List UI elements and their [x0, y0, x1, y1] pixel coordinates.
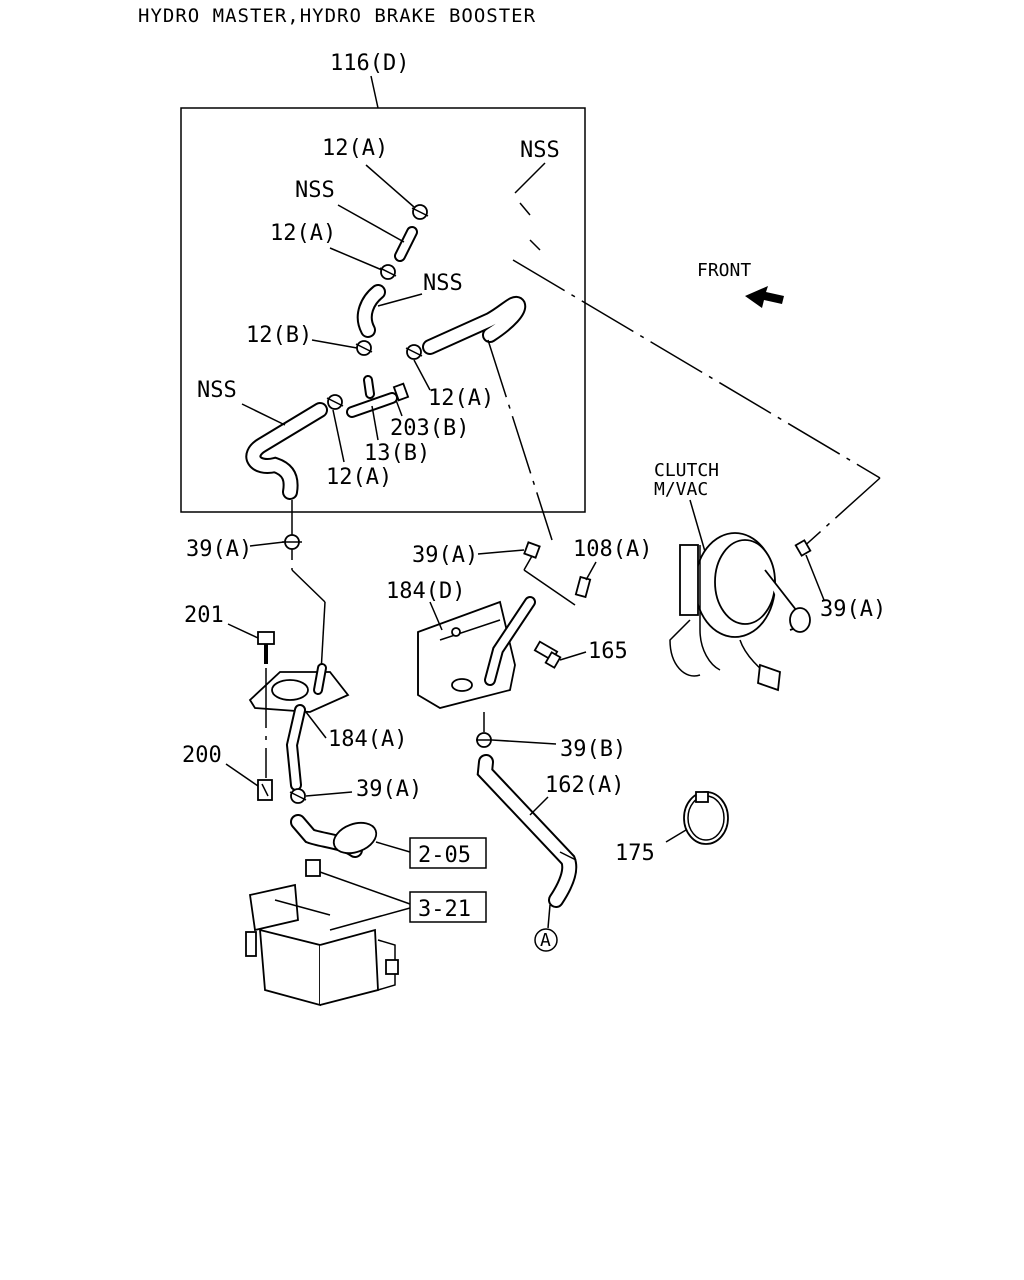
bolt-201: [257, 631, 275, 664]
callout-201: 201: [184, 603, 224, 628]
callout-12a-3: 12(A): [428, 386, 494, 411]
clutch-mvac-unit: [669, 532, 811, 692]
callout-39b: 39(B): [560, 737, 626, 762]
clamp-12a-top: [411, 204, 429, 220]
callout-nss-2: NSS: [295, 178, 335, 203]
callout-175: 175: [615, 841, 655, 866]
ref-3-21[interactable]: 3-21: [418, 897, 471, 922]
clamp-39b: [476, 732, 492, 748]
front-arrow-icon: [745, 286, 784, 308]
bracket-184a: [248, 663, 350, 791]
callout-162a: 162(A): [545, 773, 624, 798]
clamp-39a-center: [523, 541, 541, 559]
front-label: FRONT: [697, 260, 751, 281]
hose-top: [425, 166, 550, 255]
clamp-12b: [355, 340, 373, 356]
clamp-39a-lower: [289, 788, 307, 804]
hose-left: [245, 402, 328, 500]
callout-nss-3: NSS: [423, 271, 463, 296]
callout-12a-1: 12(A): [322, 136, 388, 161]
leader-116d: [370, 75, 379, 109]
clamp-12a-2: [379, 264, 397, 280]
pipe-small: [394, 226, 418, 262]
callout-13b: 13(B): [364, 441, 430, 466]
callout-39a-2: 39(A): [412, 543, 478, 568]
bracket-184d: [417, 596, 536, 709]
callout-12a-4: 12(A): [326, 465, 392, 490]
callout-184d: 184(D): [386, 579, 465, 604]
callout-116d: 116(D): [330, 51, 409, 76]
reference-a: A: [540, 930, 551, 951]
assembly-box: [180, 107, 586, 513]
callout-165: 165: [588, 639, 628, 664]
callout-nss-4: NSS: [197, 378, 237, 403]
clamp-39a-right: [794, 539, 812, 557]
clip-200: [257, 779, 273, 801]
callout-nss-1: NSS: [520, 138, 560, 163]
diagram-title: HYDRO MASTER,HYDRO BRAKE BOOSTER: [138, 5, 536, 27]
assembly-label-line2: M/VAC: [654, 479, 708, 500]
ref-box-3-21: [409, 891, 487, 923]
callout-184a: 184(A): [328, 727, 407, 752]
callout-200: 200: [182, 743, 222, 768]
callout-12a-2: 12(A): [270, 221, 336, 246]
bolt-165: [533, 640, 562, 669]
clamp-39a-left: [282, 534, 302, 550]
callout-203b: 203(B): [390, 416, 469, 441]
component-3-21: [245, 859, 399, 1007]
callout-39a-1: 39(A): [186, 537, 252, 562]
connector-13b: [392, 382, 410, 402]
band-clamp-175: [683, 791, 729, 845]
reference-circle-a[interactable]: [534, 928, 558, 952]
ref-2-05[interactable]: 2-05: [418, 843, 471, 868]
clamp-12a-3: [405, 344, 423, 360]
callout-39a-4: 39(A): [820, 597, 886, 622]
fitting-2-05: [290, 814, 378, 858]
callout-39a-3: 39(A): [356, 777, 422, 802]
tee-203b: [346, 375, 398, 418]
hose-162a: [476, 754, 578, 908]
callout-12b: 12(B): [246, 323, 312, 348]
clamp-12a-4: [326, 394, 344, 410]
hose-long-right: [422, 295, 527, 355]
callout-108a: 108(A): [573, 537, 652, 562]
assembly-label-line1: CLUTCH: [654, 460, 719, 481]
ref-box-2-05: [409, 837, 487, 869]
fitting-108a: [574, 575, 592, 599]
hose-middle: [356, 284, 386, 338]
